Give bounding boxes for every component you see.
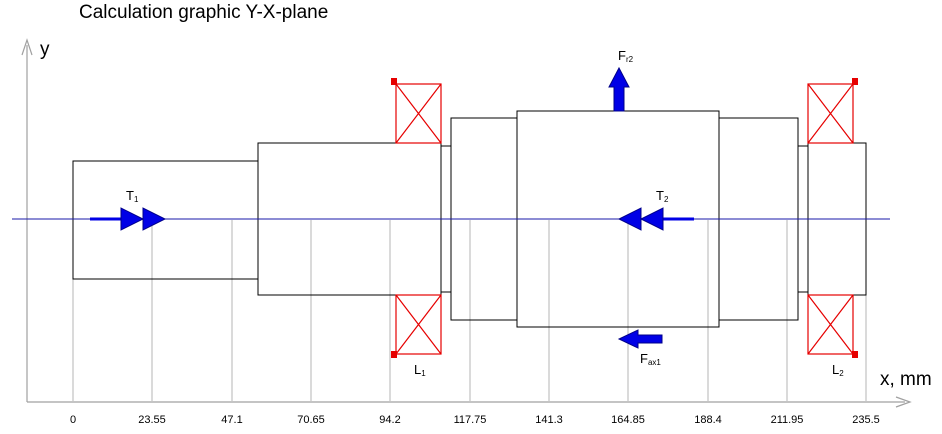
label-l1: L1 xyxy=(414,362,426,378)
x-tick-label: 94.2 xyxy=(379,414,400,426)
bearing-l2 xyxy=(807,78,858,358)
bearing-marker-icon xyxy=(852,78,858,85)
grid-lines xyxy=(72,220,867,401)
force-fr2-arrow-icon xyxy=(608,66,630,112)
torque-t1-arrow-icon xyxy=(90,207,167,231)
bearing-marker-icon xyxy=(391,351,397,358)
x-tick-label: 117.75 xyxy=(454,414,487,426)
x-tick-label: 141.3 xyxy=(535,414,563,426)
x-tick-label: 164.85 xyxy=(611,414,645,426)
bearing-l2-top xyxy=(807,78,858,144)
x-tick-label: 70.65 xyxy=(297,414,325,426)
bearing-l1-bottom xyxy=(391,294,442,358)
bearing-marker-icon xyxy=(391,78,397,85)
x-tick-label: 235.5 xyxy=(852,414,880,426)
diagram-title: Calculation graphic Y-X-plane xyxy=(79,2,329,23)
label-t2: T2 xyxy=(656,188,669,204)
label-fr2: Fr2 xyxy=(618,48,634,64)
x-tick-label: 188.4 xyxy=(694,414,722,426)
bearing-l2-bottom xyxy=(807,294,858,358)
x-tick-label: 23.55 xyxy=(138,414,166,426)
label-fax1: Fax1 xyxy=(640,351,661,367)
x-axis-arrow-icon xyxy=(895,396,912,408)
y-axis-label: y xyxy=(40,39,50,60)
x-axis-label: x, mm xyxy=(880,369,932,390)
label-l2: L2 xyxy=(832,362,844,378)
torque-t2-arrow-icon xyxy=(617,207,694,231)
label-t1: T1 xyxy=(126,188,139,204)
x-tick-labels: 0 23.55 47.1 70.65 94.2 117.75 141.3 164… xyxy=(70,414,880,426)
bearing-l1-top xyxy=(391,78,442,144)
axes xyxy=(21,38,912,408)
force-fax1-arrow-icon xyxy=(617,329,663,349)
y-axis-arrow-icon xyxy=(21,38,33,56)
bearing-l1 xyxy=(391,78,442,358)
x-tick-label: 47.1 xyxy=(221,414,242,426)
x-tick-label: 0 xyxy=(70,414,76,426)
x-tick-label: 211.95 xyxy=(771,414,804,426)
bearing-marker-icon xyxy=(852,351,858,358)
